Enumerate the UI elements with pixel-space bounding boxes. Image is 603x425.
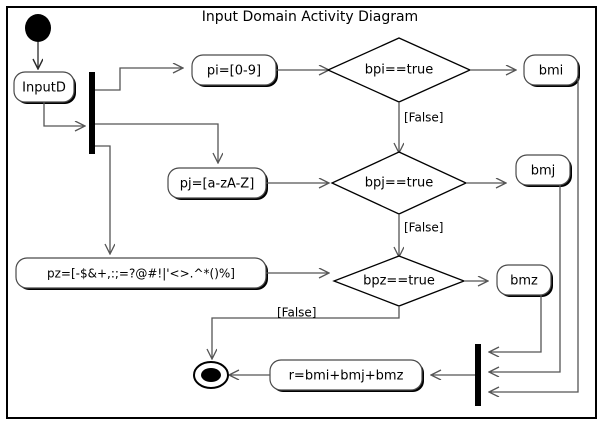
- node-result-bmz[interactable]: bmz: [496, 264, 553, 297]
- diagram-title: Input Domain Activity Diagram: [202, 9, 418, 25]
- node-input-domain-label: InputD: [22, 81, 66, 96]
- edge-fork-to-pj: [95, 123, 218, 162]
- join-bar: [475, 344, 481, 406]
- node-input-domain[interactable]: InputD: [13, 71, 76, 104]
- final-node: [193, 361, 229, 389]
- guard-bpj-false: [False]: [404, 221, 444, 235]
- node-result-bmj-label: bmj: [531, 164, 556, 179]
- decision-bpi[interactable]: bpi==true: [326, 37, 472, 103]
- edge-fork-to-pz: [95, 145, 110, 253]
- edge-bmi-to-join: [490, 78, 579, 392]
- node-result-bmz-label: bmz: [510, 274, 538, 289]
- fork-bar: [89, 72, 95, 154]
- node-result-bmi[interactable]: bmi: [523, 54, 580, 87]
- edge-bmz-to-join: [490, 295, 542, 352]
- node-result-bmi-label: bmi: [539, 64, 564, 79]
- node-activity-sum[interactable]: r=bmi+bmj+bmz: [269, 359, 424, 392]
- decision-bpj[interactable]: bpj==true: [330, 151, 468, 215]
- node-activity-pz-label: pz=[-$&+,:;=?@#!|'<>.^*()%]: [47, 267, 235, 281]
- edge-fork-to-pi: [95, 68, 182, 91]
- guard-bpi-false: [False]: [404, 111, 444, 125]
- diagram-frame: [6, 6, 597, 419]
- node-result-bmj[interactable]: bmj: [515, 154, 572, 187]
- node-activity-pj[interactable]: pj=[a-zA-Z]: [167, 167, 268, 200]
- edge-bmj-to-join: [490, 185, 561, 372]
- decision-bpz-label: bpz==true: [363, 274, 435, 289]
- node-activity-pj-label: pj=[a-zA-Z]: [180, 177, 255, 192]
- guard-bpz-false: [False]: [277, 306, 317, 320]
- decision-bpz[interactable]: bpz==true: [332, 255, 466, 307]
- node-activity-sum-label: r=bmi+bmj+bmz: [289, 369, 404, 384]
- initial-node: [25, 14, 51, 42]
- decision-bpj-label: bpj==true: [365, 176, 434, 191]
- node-activity-pi-label: pi=[0-9]: [207, 64, 261, 79]
- edge-inputd-to-fork: [43, 102, 84, 126]
- node-activity-pi[interactable]: pi=[0-9]: [191, 54, 278, 87]
- node-activity-pz[interactable]: pz=[-$&+,:;=?@#!|'<>.^*()%]: [15, 257, 268, 290]
- edge-bpz-false-to-final: [212, 306, 400, 358]
- decision-bpi-label: bpi==true: [365, 63, 434, 78]
